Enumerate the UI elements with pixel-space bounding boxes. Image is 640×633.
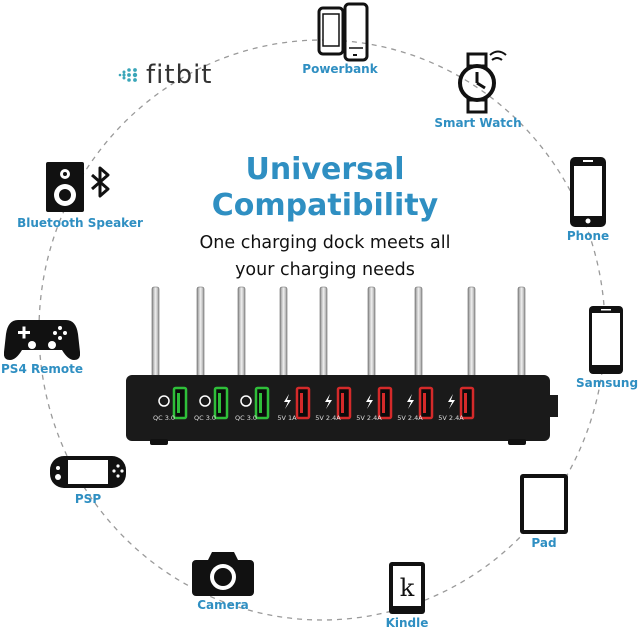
usb-port-tongue <box>341 393 344 413</box>
headline: Universal Compatibility One charging doc… <box>170 152 480 284</box>
dock-side-switch <box>548 395 558 417</box>
bluetooth-speaker-icon <box>46 162 110 212</box>
lightning-icon <box>284 394 291 409</box>
usb-port: 5V 1A <box>277 386 311 422</box>
dock-dividers <box>151 286 526 380</box>
usb-port-tongue <box>423 393 426 413</box>
device-camera: Camera <box>186 546 260 612</box>
lightning-icon <box>407 394 414 409</box>
lightning-icon <box>366 394 373 409</box>
kindle-letter: k <box>400 574 415 602</box>
bluetooth-speaker-label: Bluetooth Speaker <box>17 216 143 230</box>
device-smart-watch: Smart Watch <box>430 50 526 130</box>
fitbit-wordmark: fitbit <box>146 60 213 90</box>
usb-port: QC 3.0 <box>194 386 229 422</box>
pad-label: Pad <box>531 536 557 550</box>
kindle-label: Kindle <box>385 616 429 630</box>
samsung-phone-icon <box>589 306 623 374</box>
psp-label: PSP <box>74 492 102 506</box>
fitbit-dots-icon <box>118 68 138 82</box>
usb-port-tongue <box>177 393 180 413</box>
dock-divider <box>414 286 423 380</box>
powerbank-label: Powerbank <box>302 62 378 76</box>
phone-icon <box>570 157 606 227</box>
usb-port-label: QC 3.0 <box>194 414 216 422</box>
psp-icon <box>50 456 126 488</box>
usb-port: QC 3.0 <box>235 386 270 422</box>
subtitle-line-1: One charging dock meets all <box>199 233 451 253</box>
dock-divider <box>279 286 288 380</box>
device-ps4-remote: PS4 Remote <box>0 314 84 376</box>
powerbank-icon <box>317 2 369 62</box>
samsung-label: Samsung <box>575 376 639 390</box>
usb-port-label: 5V 2.4A <box>438 414 464 422</box>
dock-ports: QC 3.0 QC 3.0 QC 3.0 5V 1A 5V 2.4A 5V 2.4A 5V … <box>153 386 475 422</box>
fitbit-logo: fitbit <box>118 60 213 90</box>
usb-port-label: 5V 2.4A <box>315 414 341 422</box>
smart-watch-icon <box>458 50 507 114</box>
quick-charge-icon <box>158 395 170 407</box>
usb-port: 5V 2.4A <box>397 386 434 422</box>
usb-port: 5V 2.4A <box>315 386 352 422</box>
usb-port-label: QC 3.0 <box>153 414 175 422</box>
charging-dock: QC 3.0 QC 3.0 QC 3.0 5V 1A 5V 2.4A 5V 2.4A 5V … <box>126 286 558 445</box>
quick-charge-icon <box>199 395 211 407</box>
kindle-icon: k <box>389 562 425 614</box>
tablet-icon <box>520 474 568 534</box>
usb-port-tongue <box>300 393 303 413</box>
quick-charge-icon <box>240 395 252 407</box>
camera-icon <box>192 552 254 596</box>
dock-divider <box>151 286 160 380</box>
usb-port-tongue <box>382 393 385 413</box>
dock-divider <box>237 286 246 380</box>
usb-port-tongue <box>464 393 467 413</box>
usb-port: 5V 2.4A <box>356 386 393 422</box>
dock-divider <box>367 286 376 380</box>
dock-divider <box>517 286 526 380</box>
usb-port-tongue <box>218 393 221 413</box>
usb-port-label: 5V 2.4A <box>356 414 382 422</box>
device-phone: Phone <box>558 155 618 243</box>
camera-label: Camera <box>197 598 249 612</box>
device-kindle: k Kindle <box>380 560 434 630</box>
usb-port-label: 5V 2.4A <box>397 414 423 422</box>
usb-port-tongue <box>259 393 262 413</box>
device-samsung: Samsung <box>572 304 640 390</box>
gamepad-icon <box>4 320 80 360</box>
usb-port: QC 3.0 <box>153 386 188 422</box>
lightning-icon <box>448 394 455 409</box>
usb-port-label: QC 3.0 <box>235 414 257 422</box>
phone-label: Phone <box>566 229 610 243</box>
smart-watch-label: Smart Watch <box>434 116 522 130</box>
usb-port-label: 5V 1A <box>277 414 297 422</box>
dock-foot-right <box>508 439 526 445</box>
subtitle-line-2: your charging needs <box>235 260 415 280</box>
device-psp: PSP <box>42 452 134 506</box>
device-bluetooth-speaker: Bluetooth Speaker <box>14 158 146 230</box>
ps4-remote-label: PS4 Remote <box>1 362 83 376</box>
title-line-2: Compatibility <box>211 188 439 223</box>
device-pad: Pad <box>516 472 572 550</box>
dock-divider <box>467 286 476 380</box>
usb-port: 5V 2.4A <box>438 386 475 422</box>
dock-divider <box>196 286 205 380</box>
lightning-icon <box>325 394 332 409</box>
dock-divider <box>319 286 328 380</box>
device-powerbank: Powerbank <box>298 2 382 76</box>
title-line-1: Universal <box>245 152 405 187</box>
dock-foot-left <box>150 439 168 445</box>
